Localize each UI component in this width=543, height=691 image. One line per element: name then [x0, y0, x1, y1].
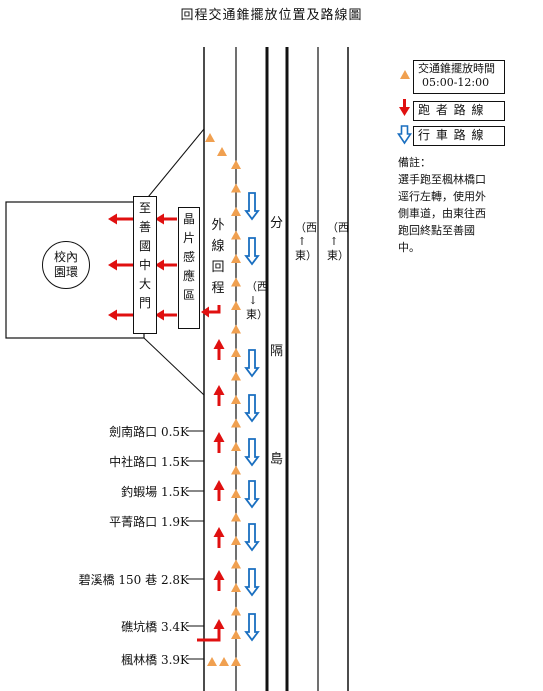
vehicle-arrow-down	[244, 237, 260, 266]
runner-arrow-left	[155, 213, 177, 225]
cone-marker	[231, 536, 241, 545]
school-gate-box: 至善國中大門	[133, 196, 157, 334]
chip-sensor-box: 晶片感應區	[178, 207, 200, 329]
note-line: 逕行左轉，使用外	[398, 190, 486, 203]
outer-lane-label: 外線回程	[211, 218, 225, 296]
legend-vehicle-label: 行 車 路 線	[418, 128, 485, 142]
cone-marker	[231, 348, 241, 357]
cone-marker	[231, 465, 241, 475]
vehicle-arrow-down	[244, 394, 260, 423]
runner-arrow-left	[108, 213, 133, 225]
cone-marker	[231, 512, 241, 522]
cone-marker	[217, 147, 227, 156]
zoom-line	[143, 337, 205, 396]
cone-marker	[231, 583, 241, 592]
cone-marker	[231, 395, 241, 404]
checkpoint-label: 釣蝦場 1.5K	[121, 485, 189, 499]
legend-cone-label-2: 05:00-12:00	[422, 76, 490, 89]
vehicle-arrow-down	[244, 480, 260, 509]
divider-char: 分	[270, 216, 284, 231]
cone-marker	[231, 418, 241, 428]
checkpoint-label: 中社路口 1.5K	[109, 455, 189, 469]
inner-direction-label: （西↓東）	[246, 280, 268, 321]
runner-arrow-up	[213, 339, 225, 360]
checkpoint-label: 劍南路口 0.5K	[109, 425, 189, 439]
checkpoint-label: 碧溪橋 150 巷 2.8K	[78, 573, 189, 587]
runner-arrow-left	[155, 259, 177, 271]
note-line: 選手跑至楓林橋口	[398, 173, 486, 186]
cone-marker	[231, 371, 241, 381]
cone-marker	[231, 207, 241, 216]
vehicle-arrow-down	[244, 349, 260, 378]
runner-arrow-up	[213, 432, 225, 453]
vehicle-arrow-down	[244, 438, 260, 467]
cone-marker	[231, 442, 241, 451]
legend-runner-label: 跑 者 路 線	[418, 103, 485, 117]
cone-marker	[231, 630, 241, 639]
vehicle-arrow-down	[244, 192, 260, 221]
cone-marker	[231, 160, 241, 169]
cone-marker	[231, 324, 241, 334]
cone-marker	[231, 559, 241, 569]
cone-marker	[231, 301, 241, 310]
cone-marker	[207, 657, 217, 666]
cone-marker	[231, 277, 241, 287]
note-line: 中。	[398, 241, 420, 254]
divider-char: 島	[270, 452, 284, 467]
runner-arrow-turn	[197, 619, 225, 642]
note-heading: 備註：	[398, 156, 431, 169]
checkpoint-label: 楓林橋 3.9K	[121, 653, 189, 667]
checkpoint-ticks	[186, 430, 204, 660]
chip-label: 晶片感應區	[182, 212, 195, 302]
cone-marker	[231, 254, 241, 263]
cone-marker	[205, 133, 215, 142]
gate-label: 至善國中大門	[138, 201, 151, 310]
runner-arrow-left	[108, 259, 133, 271]
runner-arrow-up	[213, 385, 225, 406]
note-line: 側車道，由東往西	[398, 207, 486, 220]
legend-vehicle-box: 行 車 路 線	[413, 126, 505, 146]
vehicle-arrow-down	[244, 568, 260, 597]
legend-vehicle-icon	[397, 125, 412, 145]
note-line: 跑回終點至善國	[398, 224, 475, 237]
direction-label-1: （西↑東）	[295, 221, 317, 262]
note-block: 備註： 選手跑至楓林橋口 逕行左轉，使用外 側車道，由東往西 跑回終點至善國 中…	[398, 154, 518, 256]
cone-marker	[231, 183, 241, 193]
campus-label-1: 校內	[53, 250, 78, 264]
cone-marker	[231, 606, 241, 616]
vehicle-arrow-down	[244, 613, 260, 642]
campus-label-2: 園環	[53, 265, 78, 279]
cone-markers	[205, 133, 241, 666]
zoom-line	[143, 128, 205, 203]
cone-marker	[231, 657, 241, 666]
runner-arrow-turn	[201, 305, 221, 318]
vehicle-arrow-down	[244, 523, 260, 552]
direction-label-2: （西↑東）	[327, 221, 349, 262]
runner-arrow-up	[213, 527, 225, 548]
cone-marker	[231, 230, 241, 240]
runner-arrow-left	[155, 309, 177, 321]
campus-roundabout: 校內 園環	[42, 241, 90, 289]
cone-marker	[231, 489, 241, 498]
divider-char: 隔	[270, 344, 284, 359]
legend-runner-icon	[399, 99, 410, 116]
runner-arrow-up	[213, 480, 225, 501]
legend-cone-box: 交通錐擺放時間 05:00-12:00	[413, 60, 505, 94]
cone-marker	[219, 657, 229, 666]
checkpoint-label: 礁坑橋 3.4K	[121, 620, 189, 634]
legend-cone-icon	[400, 70, 410, 79]
legend-runner-box: 跑 者 路 線	[413, 101, 505, 121]
runner-arrow-up	[213, 570, 225, 591]
runner-arrow-left	[108, 309, 133, 321]
checkpoint-label: 平菁路口 1.9K	[109, 515, 189, 529]
vehicle-arrows	[244, 192, 260, 642]
page-title: 回程交通錐擺放位置及路線圖	[180, 8, 363, 23]
legend-cone-label-1: 交通錐擺放時間	[418, 62, 495, 75]
runner-arrows	[108, 213, 225, 642]
